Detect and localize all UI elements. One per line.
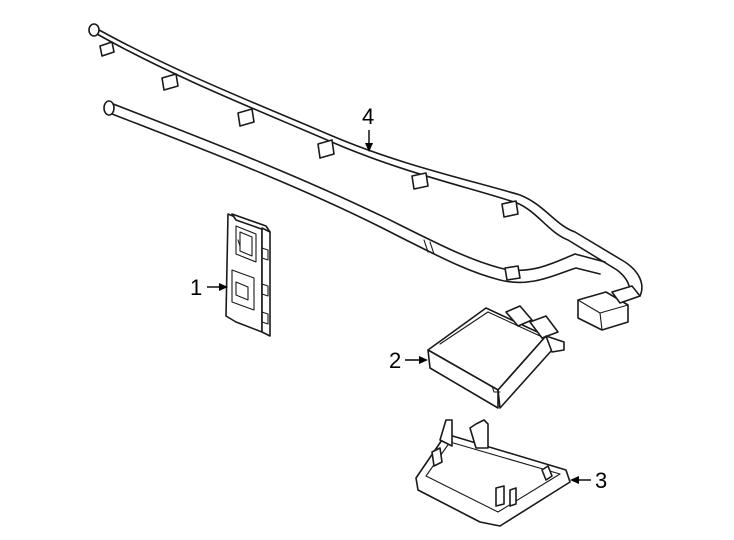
callout-number-2: 2 xyxy=(389,348,401,373)
arrowhead-3 xyxy=(570,476,579,484)
arrowhead-2 xyxy=(419,356,428,364)
callout-2: 2 xyxy=(389,348,428,373)
wiring-harness xyxy=(88,23,643,331)
cover-part-3 xyxy=(415,419,571,527)
module-part-1 xyxy=(225,213,271,337)
callout-number-4: 4 xyxy=(362,104,374,129)
callout-number-1: 1 xyxy=(190,275,202,300)
arrowhead-1 xyxy=(219,283,228,291)
callout-number-3: 3 xyxy=(595,468,607,493)
callout-4: 4 xyxy=(362,104,374,152)
callout-3: 3 xyxy=(570,468,607,493)
control-unit-part-2 xyxy=(427,305,565,409)
callout-1: 1 xyxy=(190,275,228,300)
arrowhead-4 xyxy=(365,143,373,152)
